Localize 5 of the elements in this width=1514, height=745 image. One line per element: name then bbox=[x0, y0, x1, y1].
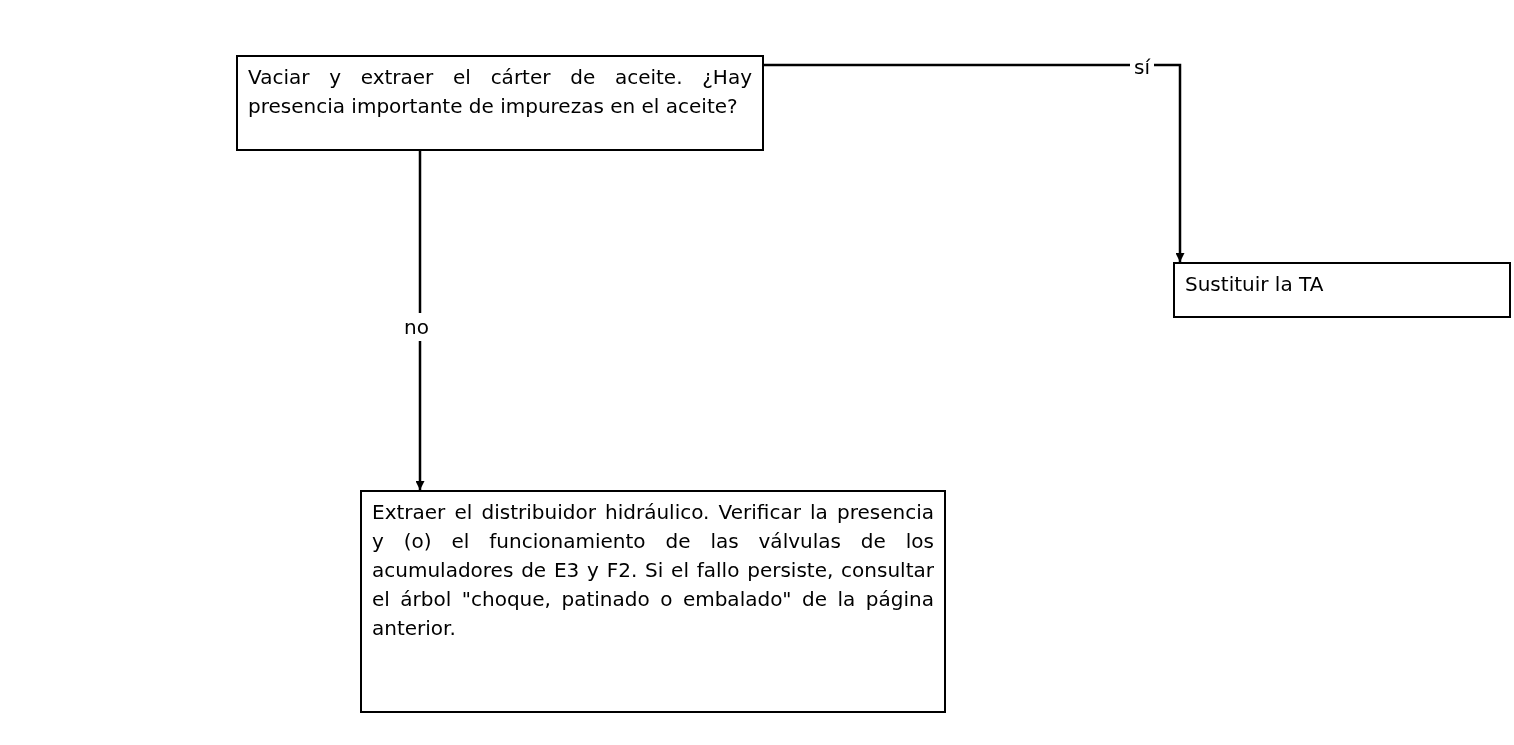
process-box: Sustituir la TA bbox=[1173, 262, 1511, 318]
arrow bbox=[415, 151, 425, 490]
arrow bbox=[764, 63, 1185, 262]
process-box: Vaciar y extraer el cárter de aceite. ¿Hay presencia importante de impurezas en el aceite? bbox=[236, 55, 764, 151]
process-box: Extraer el distribuidor hidráulico. Verificar la presencia y (o) el funcionamiento de las válvulas de los acumuladores de E3 y F2. Si el fallo persiste, consultar el árbol "choque, patinado o embalado" de la página anterior. bbox=[360, 490, 946, 713]
